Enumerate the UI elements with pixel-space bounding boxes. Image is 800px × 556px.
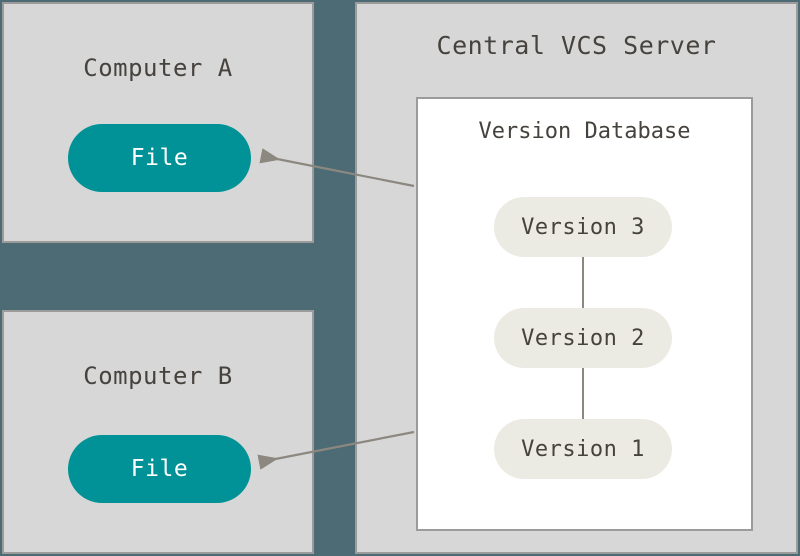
computer-a-file-label: File xyxy=(130,145,189,171)
version-connector-2-to-1 xyxy=(582,368,584,419)
version-database-box: Version Database Version 3 Version 2 Ver… xyxy=(416,97,753,531)
computer-a-panel: Computer A File xyxy=(2,2,314,243)
version-node-2[interactable]: Version 2 xyxy=(494,308,672,368)
version-connector-3-to-2 xyxy=(582,257,584,308)
version-node-1[interactable]: Version 1 xyxy=(494,419,672,479)
version-node-1-label: Version 1 xyxy=(521,436,645,462)
computer-b-panel: Computer B File xyxy=(2,310,314,554)
computer-b-title: Computer B xyxy=(83,362,233,390)
version-node-3-label: Version 3 xyxy=(521,214,645,240)
computer-b-file-node[interactable]: File xyxy=(68,435,251,503)
central-vcs-server-panel: Central VCS Server Version Database Vers… xyxy=(355,2,798,554)
version-node-2-label: Version 2 xyxy=(521,325,645,351)
version-database-title: Version Database xyxy=(478,119,691,144)
computer-a-title: Computer A xyxy=(83,54,233,82)
version-node-3[interactable]: Version 3 xyxy=(494,197,672,257)
computer-a-file-node[interactable]: File xyxy=(68,124,251,192)
computer-b-file-label: File xyxy=(130,456,189,482)
central-vcs-server-title: Central VCS Server xyxy=(436,31,717,60)
